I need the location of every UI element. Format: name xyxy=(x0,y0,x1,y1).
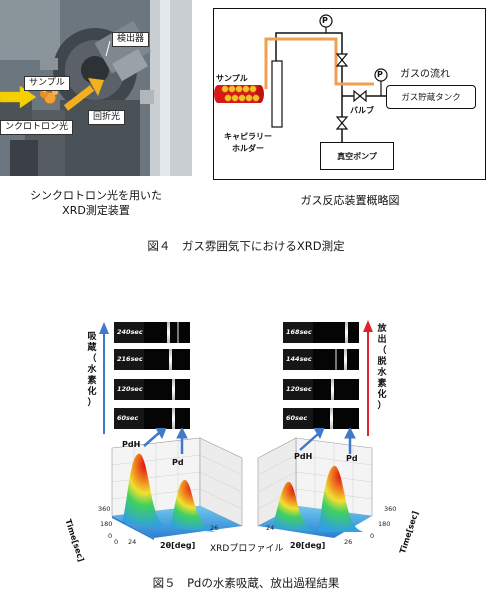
frame-strip: 60sec xyxy=(283,408,359,429)
right-pdh-label: PdH xyxy=(294,452,313,461)
pd-line xyxy=(345,322,348,343)
absorption-side: 吸 蔵 （ 水 素 化 ） xyxy=(86,322,111,434)
gas-reaction-schematic: P P ガスの流れ サンプル バルブ ガス貯蔵タンク キャピラリー ホルダー 真… xyxy=(213,8,486,180)
right-surface xyxy=(257,437,373,538)
photo-sample-label: サンプル xyxy=(24,76,70,91)
frame-strip: 168sec xyxy=(283,322,359,343)
desorption-frames: 168sec 144sec 120sec 60sec xyxy=(283,322,359,430)
figure5-caption: 図５ Pdの水素吸蔵、放出過程結果 xyxy=(152,576,340,590)
frame-strip: 216sec xyxy=(114,349,190,370)
schematic-caption: ガス反応装置概略図 xyxy=(300,194,400,207)
frame-time-label: 168sec xyxy=(283,322,313,343)
pd-line xyxy=(177,322,179,343)
pd-line xyxy=(172,379,175,400)
valve-label: バルブ xyxy=(350,106,374,115)
left-theta-tick: 26 xyxy=(210,524,219,532)
pd-line xyxy=(344,349,347,370)
photo-caption: シンクロトロン光を用いた XRD測定装置 xyxy=(0,188,192,218)
pdh-line xyxy=(169,349,172,370)
gas-tank-box: ガス貯蔵タンク xyxy=(386,85,476,109)
left-pdh-label: PdH xyxy=(122,440,141,449)
frame-time-label: 60sec xyxy=(283,408,313,429)
left-theta-tick: 24 xyxy=(128,538,137,546)
peak-arrows xyxy=(143,428,356,454)
frame-time-label: 216sec xyxy=(114,349,144,370)
absorption-frames: 240sec 216sec 120sec 60sec xyxy=(114,322,190,430)
vacuum-pump-box: 真空ポンプ xyxy=(320,142,394,170)
right-theta-tick: 26 xyxy=(344,538,353,546)
right-time-tick: 360 xyxy=(384,505,397,513)
pdh-line xyxy=(331,379,334,400)
absorption-arrow xyxy=(99,322,109,434)
frame-time-label: 120sec xyxy=(283,379,313,400)
detector-label: 検出器 xyxy=(112,32,150,47)
xrd-3d-plots xyxy=(111,428,373,540)
right-time-tick: 0 xyxy=(370,532,375,540)
left-pd-label: Pd xyxy=(172,458,184,467)
left-time-tick: 0 xyxy=(108,532,113,540)
frame-strip: 120sec xyxy=(114,379,190,400)
left-time-tick: 360 xyxy=(98,505,111,513)
frame-strip: 240sec xyxy=(114,322,190,343)
right-time-tick: 180 xyxy=(378,520,391,528)
photo-caption-line2: XRD測定装置 xyxy=(62,204,130,217)
frame-time-label: 60sec xyxy=(114,408,144,429)
frame-strip: 60sec xyxy=(114,408,190,429)
absorption-label: 吸 蔵 （ 水 素 化 ） xyxy=(87,332,97,408)
frame-strip: 144sec xyxy=(283,349,359,370)
pdh-line xyxy=(330,408,333,429)
frame-time-label: 120sec xyxy=(114,379,144,400)
gauge-p-right: P xyxy=(377,70,383,79)
pdh-line xyxy=(335,349,337,370)
holder-label-2: ホルダー xyxy=(232,144,264,153)
right-theta-axis: 2θ[deg] xyxy=(290,541,326,550)
desorption-label: 放 出 （ 脱 水 素 化 ） xyxy=(377,324,387,411)
left-surface xyxy=(111,437,243,540)
synchrotron-label: ンクロトロン光 xyxy=(0,120,74,135)
right-pd-label: Pd xyxy=(346,454,358,463)
pdh-line xyxy=(167,322,170,343)
frame-time-label: 144sec xyxy=(283,349,313,370)
photo-illustration xyxy=(0,0,192,176)
frame-strip: 120sec xyxy=(283,379,359,400)
schematic-sample-label: サンプル xyxy=(216,74,248,83)
right-theta-tick: 24 xyxy=(266,524,275,532)
frame-time-label: 240sec xyxy=(114,322,144,343)
xrd-profile-label: XRDプロファイル xyxy=(210,544,284,554)
synchrotron-xrd-photo: 検出器 サンプル ンクロトロン光 回折光 xyxy=(0,0,192,176)
gauge-p-top: P xyxy=(322,16,328,25)
left-theta-tick: 0 xyxy=(114,538,119,546)
figure4-caption: 図４ ガス雰囲気下におけるXRD測定 xyxy=(147,239,345,253)
gas-flow-label: ガスの流れ xyxy=(400,69,450,80)
pd-line xyxy=(172,408,175,429)
desorption-side: 放 出 （ 脱 水 素 化 ） xyxy=(362,320,390,436)
left-time-tick: 180 xyxy=(100,520,113,528)
desorption-arrow xyxy=(363,320,373,436)
left-theta-axis: 2θ[deg] xyxy=(160,541,196,550)
holder-label-1: キャピラリー xyxy=(224,132,272,141)
photo-caption-line1: シンクロトロン光を用いた xyxy=(30,189,162,202)
diffraction-label: 回折光 xyxy=(88,110,126,125)
